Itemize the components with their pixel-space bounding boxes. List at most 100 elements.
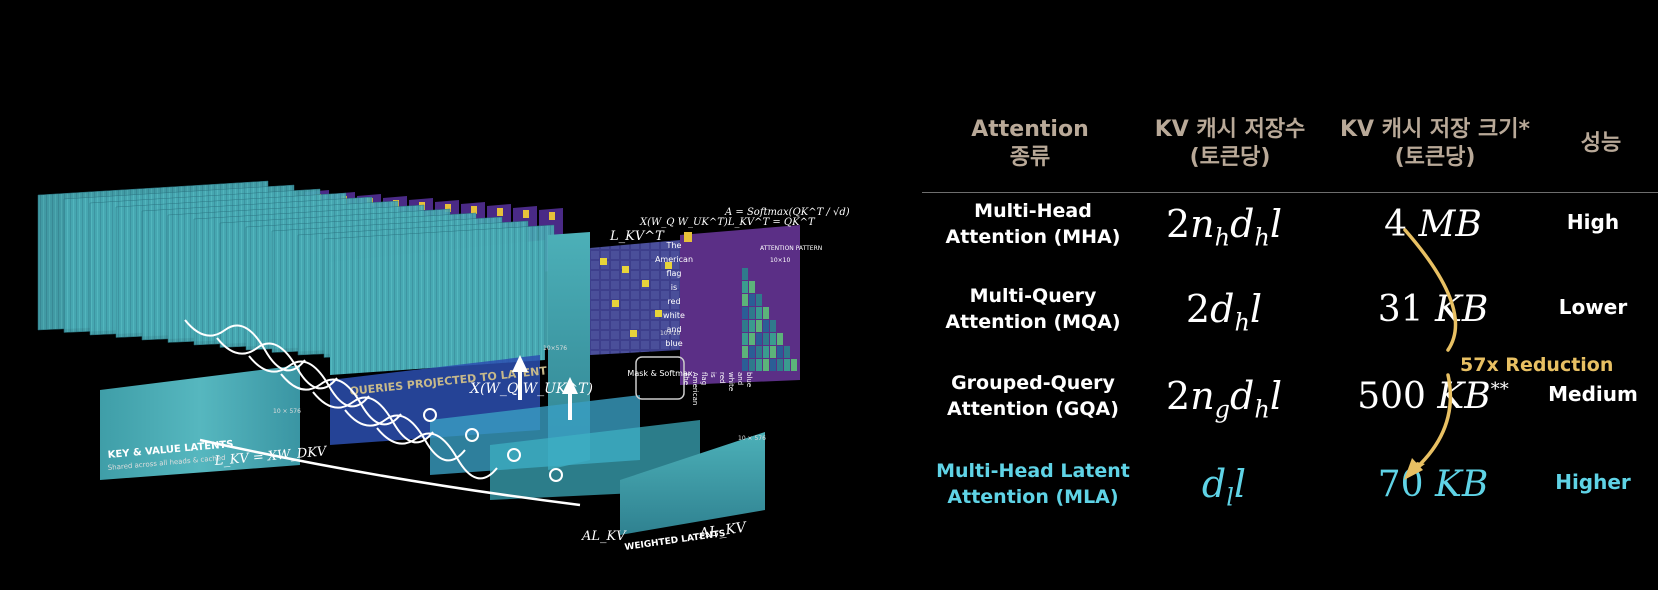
- pattern-cell: [756, 307, 762, 319]
- sentence-token: white: [727, 372, 735, 391]
- flow-line: [184, 319, 306, 372]
- row-gqa-coef: 2: [1166, 374, 1191, 418]
- row-mha-coef: 2: [1165, 202, 1191, 246]
- pattern-cell: [749, 320, 755, 332]
- attention-pattern-dim: 10×10: [770, 257, 790, 264]
- header-divider: [922, 192, 1658, 193]
- row-mqa-performance: Lower: [1558, 295, 1628, 319]
- qk-score-matrix: [590, 240, 680, 355]
- kv-latent-dim: 10 × 576: [273, 408, 301, 415]
- pattern-cell: [770, 346, 776, 358]
- header-kv-size-line1: KV 캐시 저장 크기*: [1340, 117, 1530, 142]
- sentence-token: The: [682, 371, 690, 385]
- data-flow-arrows: [184, 319, 581, 507]
- sentence-token: American: [691, 372, 699, 405]
- pattern-cell: [742, 346, 748, 358]
- header-kv-count-line2: (토큰당): [1189, 145, 1271, 170]
- sentence-token-row: blue: [665, 339, 682, 348]
- flow-line: [280, 373, 402, 426]
- score-cell: [622, 266, 629, 273]
- sentence-token-row: The: [666, 241, 682, 250]
- row-mha-name-line2: Attention (MHA): [945, 226, 1121, 248]
- score-cell: [665, 262, 672, 269]
- pattern-cell: [756, 359, 762, 371]
- mask-softmax-box: [635, 356, 685, 400]
- pattern-cell: [742, 359, 748, 371]
- score-cell: [612, 300, 619, 307]
- dim-label-10: 10×10: [660, 330, 680, 337]
- pattern-cell: [749, 294, 755, 306]
- score-cell: [600, 258, 607, 265]
- header-kv-count-line1: KV 캐시 저장수: [1154, 117, 1306, 142]
- row-mqa-size: 31 KB: [1318, 289, 1548, 330]
- flow-line: [376, 427, 498, 480]
- row-gqa-footnote-mark: **: [1490, 379, 1509, 400]
- row-mla-size: 70 KB: [1318, 464, 1548, 505]
- product-label: AL_KV: [581, 529, 627, 544]
- header-performance-label: 성능: [1580, 131, 1622, 156]
- row-gqa-size-value: 500: [1357, 376, 1426, 417]
- score-cell-top: [684, 232, 692, 242]
- flow-line: [344, 409, 466, 462]
- score-cell: [655, 310, 662, 317]
- sentence-token: flag: [700, 372, 708, 385]
- weighted-latents-dim: 10 × 576: [738, 435, 766, 442]
- pattern-cell: [749, 307, 755, 319]
- flow-line: [248, 355, 370, 408]
- flow-arrowhead-2: [562, 377, 578, 394]
- header-kv-size: KV 캐시 저장 크기* (토큰당): [1320, 116, 1550, 172]
- row-mqa-size-value: 31: [1377, 289, 1424, 330]
- row-mha-size-value: 4: [1384, 204, 1408, 245]
- sentence-token-row: red: [667, 297, 680, 306]
- row-mha-sub: h: [1214, 223, 1231, 252]
- pattern-cell: [763, 359, 769, 371]
- score-cell: [642, 280, 649, 287]
- pattern-cell: [777, 333, 783, 345]
- multiply-node: [507, 448, 521, 462]
- score-formula: X(W_Q W_UK^T)L_KV^T = QK^T: [639, 217, 816, 228]
- attention-pattern-triangle: [742, 268, 797, 371]
- score-highlight: [523, 210, 529, 218]
- row-mqa-count-formula: 2dhl: [1185, 287, 1263, 337]
- row-mla-size-unit: KB: [1434, 464, 1489, 505]
- row-gqa-name-line1: Grouped-Query: [951, 372, 1115, 394]
- row-mla-name-line1: Multi-Head Latent: [936, 460, 1130, 482]
- header-attention-type: Attention 종류: [920, 116, 1140, 172]
- row-mqa-size-unit: KB: [1434, 289, 1489, 330]
- header-kv-count: KV 캐시 저장수 (토큰당): [1140, 116, 1320, 172]
- pattern-cell: [756, 294, 762, 306]
- row-mqa-coef: 2: [1185, 287, 1211, 331]
- row-gqa-performance: Medium: [1548, 382, 1638, 406]
- header-attention-type-line2: 종류: [1009, 145, 1051, 170]
- row-mha-size-unit: MB: [1418, 204, 1482, 245]
- kv-cache-comparison-table: Attention 종류 KV 캐시 저장수 (토큰당) KV 캐시 저장 크기…: [920, 100, 1658, 580]
- multiply-node: [423, 408, 437, 422]
- row-gqa-sub: g: [1214, 395, 1231, 424]
- score-highlight: [497, 208, 503, 216]
- weighted-latents-panel: [620, 432, 765, 535]
- row-gqa-size: 500 KB**: [1318, 376, 1548, 417]
- multiply-node: [465, 428, 479, 442]
- pattern-cell: [749, 346, 755, 358]
- pattern-cell: [742, 294, 748, 306]
- score-highlight: [549, 212, 555, 220]
- pattern-cell: [763, 320, 769, 332]
- pattern-cell: [742, 268, 748, 280]
- flow-line: [216, 337, 338, 390]
- pattern-cell: [784, 346, 790, 358]
- row-mla-name: Multi-Head Latent Attention (MLA): [928, 458, 1138, 510]
- pattern-cell: [756, 346, 762, 358]
- row-mqa-name: Multi-Query Attention (MQA): [928, 283, 1138, 335]
- sentence-token: blue: [745, 372, 753, 387]
- query-latent-front: [330, 240, 545, 375]
- multiply-node: [549, 468, 563, 482]
- x-projection-formula: X(W_Q W_UK^T): [469, 381, 593, 397]
- pattern-cell: [763, 346, 769, 358]
- row-mla-performance: Higher: [1555, 470, 1631, 494]
- transpose-label: L_KV^T: [609, 229, 665, 244]
- sentence-token: red: [718, 372, 726, 383]
- pattern-cell: [770, 333, 776, 345]
- row-gqa-count-formula: 2ngdhl: [1166, 374, 1282, 424]
- sentence-token: is: [709, 372, 717, 378]
